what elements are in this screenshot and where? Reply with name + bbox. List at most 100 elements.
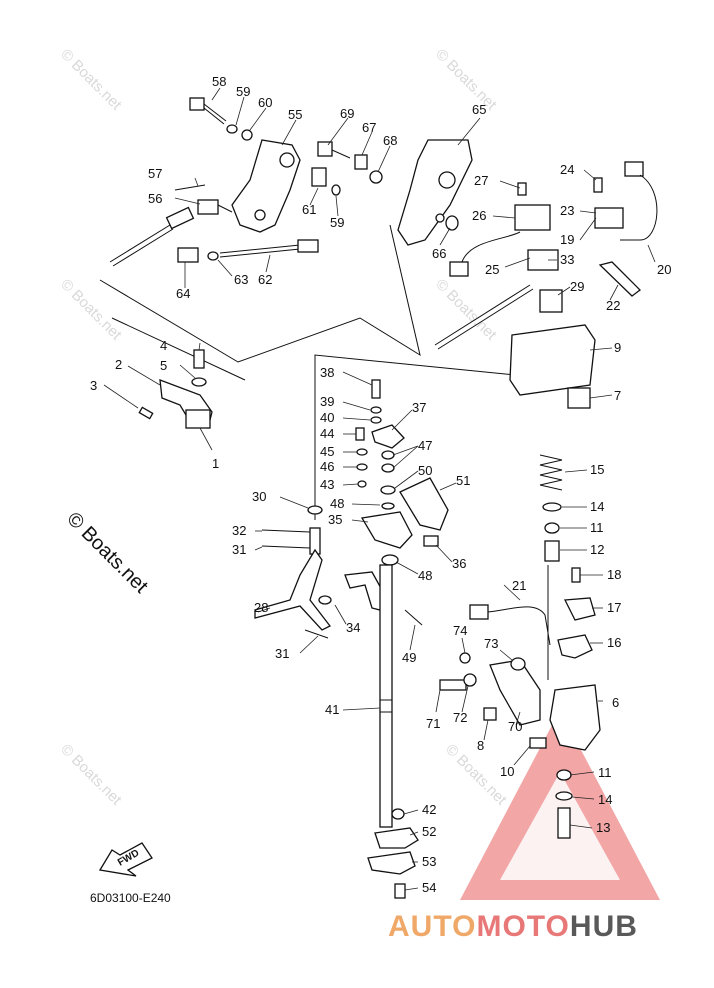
- bracket-1: [185, 409, 211, 429]
- callout-label: 60: [258, 95, 272, 110]
- callout-label: 10: [500, 764, 514, 779]
- callout-label: 13: [596, 820, 610, 835]
- callout-label: 71: [426, 716, 440, 731]
- callout-label: 19: [560, 232, 574, 247]
- callout-label: 21: [512, 578, 526, 593]
- callout-label: 29: [570, 279, 584, 294]
- callout-label: 49: [402, 650, 416, 665]
- callout-label: 23: [560, 203, 574, 218]
- callout-label: 73: [484, 636, 498, 651]
- washer-50: [380, 485, 396, 495]
- callout-label: 4: [160, 338, 167, 353]
- o-ring-42: [391, 808, 405, 820]
- bolt-71: [439, 679, 467, 691]
- callout-label: 46: [320, 459, 334, 474]
- sleeve-61: [311, 167, 327, 187]
- pin-3: [138, 406, 154, 420]
- copyright-text: © Boats.net: [62, 508, 152, 598]
- washer-46: [356, 463, 368, 471]
- callout-label: 7: [614, 388, 621, 403]
- connector-20: [624, 161, 644, 177]
- callout-label: 9: [614, 340, 621, 355]
- nut-47: [381, 450, 395, 460]
- callout-label: 42: [422, 802, 436, 817]
- bolt-58: [189, 97, 205, 111]
- bolt-4: [193, 349, 205, 369]
- screw-27: [517, 182, 527, 196]
- bolt-10: [529, 737, 547, 749]
- callout-label: 18: [607, 567, 621, 582]
- nut-74: [459, 652, 471, 664]
- callout-label: 35: [328, 512, 342, 527]
- callout-label: 59: [236, 84, 250, 99]
- callout-label: 44: [320, 426, 334, 441]
- bolt-8: [483, 707, 497, 721]
- connector-25: [449, 261, 469, 277]
- callout-label: 14: [598, 792, 612, 807]
- callout-label: 61: [302, 202, 316, 217]
- callout-label: 56: [148, 191, 162, 206]
- watermark-text: © Boats.net: [57, 741, 125, 809]
- rod-end-62: [297, 239, 319, 253]
- washer-59b: [331, 184, 341, 196]
- callout-label: 24: [560, 162, 574, 177]
- callout-label: 47: [418, 438, 432, 453]
- washer-40: [370, 416, 382, 424]
- watermark-text: © Boats.net: [57, 46, 125, 114]
- spring-15: [539, 454, 563, 491]
- callout-label: 36: [452, 556, 466, 571]
- nut-11b: [556, 769, 572, 781]
- washer-43: [357, 480, 367, 488]
- cable-tie-22: [598, 261, 641, 297]
- callout-label: 70: [508, 719, 522, 734]
- callout-label: 62: [258, 272, 272, 287]
- plate-17: [563, 597, 596, 621]
- callout-label: 6: [612, 695, 619, 710]
- callout-label: 51: [456, 473, 470, 488]
- callout-label: 32: [232, 523, 246, 538]
- callout-label: 5: [160, 358, 167, 373]
- washer-14: [542, 502, 562, 512]
- nut-72: [463, 673, 477, 687]
- washer-30: [307, 505, 323, 515]
- brand-part-1: AUTO: [388, 910, 476, 943]
- callout-label: 12: [590, 542, 604, 557]
- callout-label: 25: [485, 262, 499, 277]
- block-7: [567, 387, 591, 409]
- collar-67: [354, 154, 368, 170]
- washer-59: [226, 124, 238, 134]
- callout-label: 40: [320, 410, 334, 425]
- brand-logo: AUTOMOTOHUB: [388, 910, 637, 943]
- nut-48b: [381, 554, 399, 566]
- figure-code: 6D03100-E240: [90, 891, 171, 905]
- plate-53: [367, 851, 416, 875]
- nut-63: [207, 251, 219, 261]
- bracket-64: [177, 247, 199, 263]
- bracket-6: [549, 684, 601, 751]
- connector-21: [469, 604, 489, 620]
- callout-label: 69: [340, 106, 354, 121]
- switch-33: [527, 249, 559, 271]
- bolt-54: [394, 883, 406, 899]
- callout-label: 14: [590, 499, 604, 514]
- callout-label: 39: [320, 394, 334, 409]
- callout-label: 27: [474, 173, 488, 188]
- callout-label: 37: [412, 400, 426, 415]
- callout-label: 65: [472, 102, 486, 117]
- right-housing-group: [434, 161, 658, 839]
- plate-52: [374, 827, 419, 849]
- screw-24: [593, 177, 603, 193]
- callout-label: 53: [422, 854, 436, 869]
- screw-18: [571, 567, 581, 583]
- bracket-34: [344, 571, 383, 611]
- forward-arrow-icon: FWD: [98, 842, 153, 877]
- callout-label: 16: [607, 635, 621, 650]
- callout-label: 67: [362, 120, 376, 135]
- shift-rod-41: [379, 564, 393, 828]
- switch-16: [557, 634, 593, 659]
- bolt-36: [423, 535, 439, 547]
- callout-label: 30: [252, 489, 266, 504]
- callout-label: 74: [453, 623, 467, 638]
- plate-65: [397, 139, 473, 246]
